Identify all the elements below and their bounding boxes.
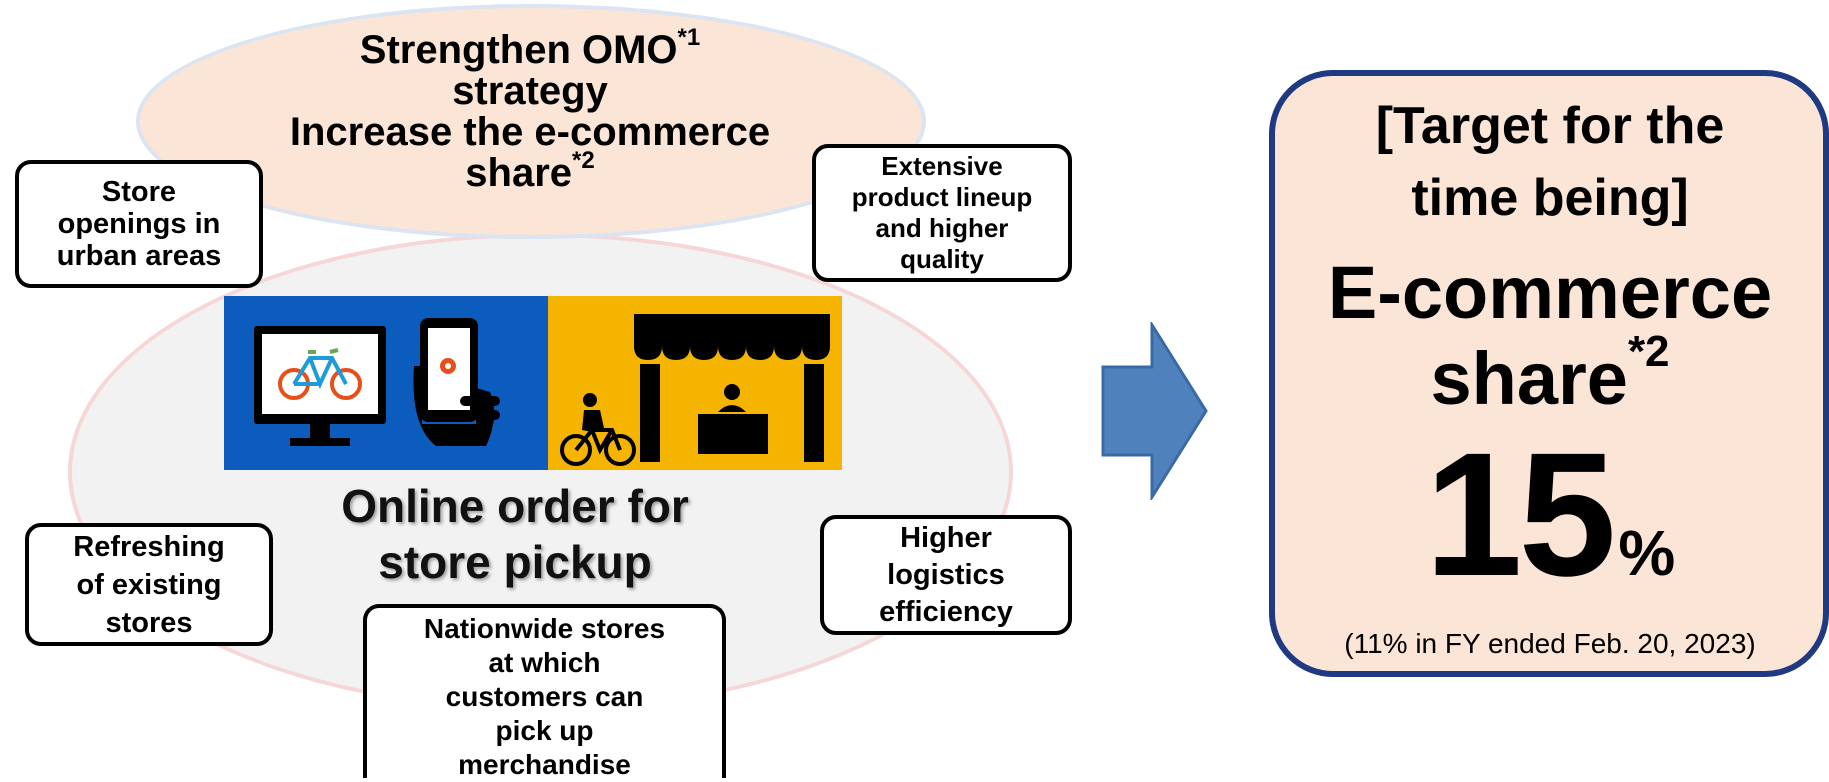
online-order-panel <box>224 296 548 470</box>
ecommerce-share-label: E-commerce share*2 <box>1300 250 1800 422</box>
bubble-line: quality <box>900 244 984 274</box>
bubble-line: logistics <box>887 558 1005 591</box>
footnote-2: *2 <box>572 147 595 174</box>
target-box <box>1269 70 1829 677</box>
store-pickup-panel <box>548 296 842 470</box>
strategy-heading: Strengthen OMO*1 strategy Increase the e… <box>230 26 830 195</box>
caption-line: Online order for <box>341 480 689 532</box>
bubble-line: Extensive <box>881 151 1003 181</box>
bubble-line: efficiency <box>879 595 1013 628</box>
bubble-product-lineup: Extensive product lineup and higher qual… <box>812 144 1072 282</box>
storefront-icon <box>560 314 830 466</box>
strategy-line-4: share <box>465 151 573 195</box>
bubble-line: pick up <box>495 715 594 746</box>
bubble-line: and higher <box>875 213 1009 243</box>
strategy-line-3: Increase the e-commerce <box>289 110 771 154</box>
bubble-line: Store <box>101 176 177 208</box>
strategy-line-2: strategy <box>452 69 608 113</box>
strategy-line-1: Strengthen OMO <box>359 28 678 72</box>
footnote-1: *1 <box>677 24 701 51</box>
target-note: (11% in FY ended Feb. 20, 2023) <box>1344 628 1756 659</box>
bubble-line: of existing <box>76 568 222 601</box>
online-order-caption: Online order for store pickup <box>280 478 750 590</box>
bubble-line: urban areas <box>56 240 222 272</box>
target-heading-line: time being] <box>1411 169 1689 227</box>
bubble-line: Higher <box>900 521 992 554</box>
share-line-1: E-commerce <box>1327 251 1773 334</box>
smartphone-hand-icon <box>413 318 500 446</box>
bubble-line: openings in <box>57 208 221 240</box>
share-line-2: share <box>1430 337 1628 420</box>
bubble-line: Refreshing <box>73 530 225 563</box>
target-value: 15% <box>1300 427 1800 656</box>
share-footnote: *2 <box>1627 327 1670 376</box>
bubble-refreshing-stores: Refreshing of existing stores <box>25 523 273 646</box>
target-unit: % <box>1618 517 1676 589</box>
bubble-store-openings: Store openings in urban areas <box>15 160 263 288</box>
right-arrow-icon <box>1101 322 1208 500</box>
bubble-line: merchandise <box>458 749 631 780</box>
bubble-logistics: Higher logistics efficiency <box>820 515 1072 635</box>
target-number: 15 <box>1424 417 1617 613</box>
bubble-line: Nationwide stores <box>423 613 666 644</box>
cyclist-icon <box>560 393 636 466</box>
strategy-ellipse <box>136 4 926 239</box>
bubble-line: stores <box>105 606 193 639</box>
bubble-line: at which <box>488 647 601 678</box>
bubble-nationwide-stores: Nationwide stores at which customers can… <box>363 604 726 780</box>
target-heading: [Target for the time being] <box>1300 90 1800 234</box>
bubble-line: customers can <box>445 681 644 712</box>
monitor-bicycle-icon <box>254 318 500 446</box>
bubble-line: product lineup <box>851 182 1033 212</box>
target-heading-line: [Target for the <box>1375 97 1725 155</box>
caption-line: store pickup <box>378 536 652 588</box>
